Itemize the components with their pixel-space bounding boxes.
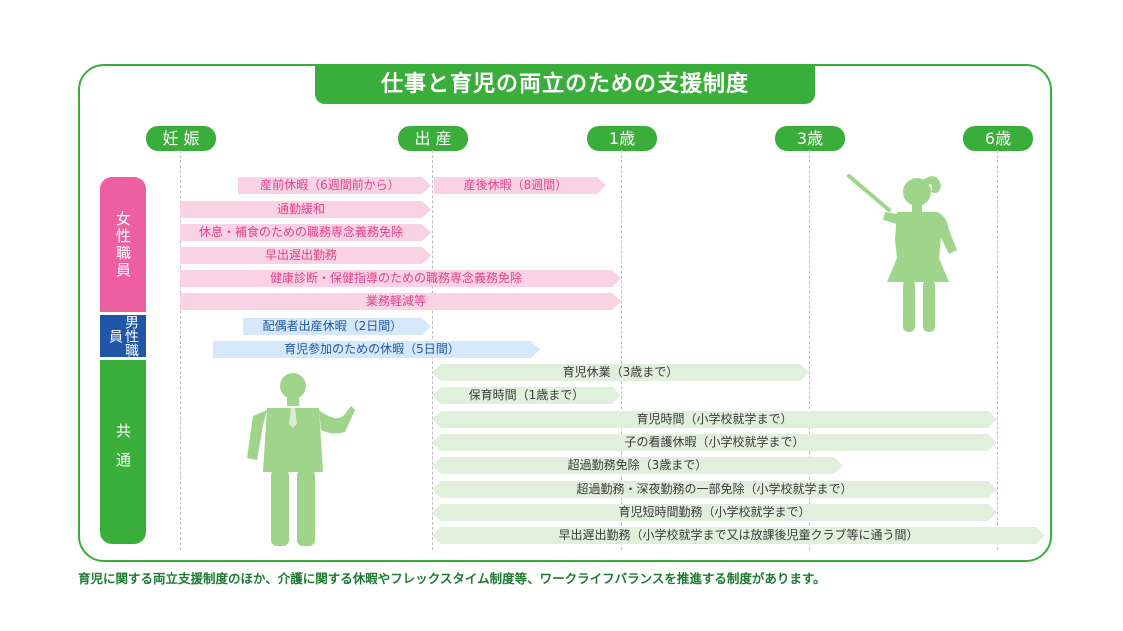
category-female-staff: 女性職員	[100, 177, 146, 312]
guide-line-age-6	[997, 150, 998, 550]
stage-age-6: 6歳	[963, 126, 1033, 151]
bar-childcare-participation-leave: 育児参加のための休暇（5日間）	[213, 341, 540, 358]
guide-line-age-3	[809, 150, 810, 550]
stage-birth: 出 産	[398, 126, 468, 151]
stage-pregnancy: 妊 娠	[146, 126, 216, 151]
category-common: 共通	[100, 360, 146, 544]
category-male-staff: 男性職員	[100, 315, 146, 357]
bar-prenatal-leave: 産前休暇（6週間前から）	[238, 177, 431, 194]
bar-spouse-birth-leave: 配偶者出産休暇（2日間）	[243, 318, 431, 335]
bar-overtime-exemption: 超過勤務免除（3歳まで）	[432, 457, 843, 474]
stage-age-3: 3歳	[775, 126, 845, 151]
bar-workload-reduction: 業務軽減等	[180, 293, 621, 310]
footnote: 育児に関する両立支援制度のほか、介護に関する休暇やフレックスタイム制度等、ワーク…	[78, 571, 826, 586]
man-waving-icon	[247, 373, 355, 546]
category-female-label: 女性職員	[114, 210, 132, 279]
bar-sick-child-leave: 子の看護休暇（小学校就学まで）	[432, 434, 997, 451]
guide-line-pregnancy	[180, 150, 181, 550]
bar-short-hours-work: 育児短時間勤務（小学校就学まで）	[432, 504, 997, 521]
woman-teacher-icon	[847, 174, 957, 332]
bar-commute-relief: 通勤緩和	[180, 201, 431, 218]
bar-flex-shift-common: 早出遅出勤務（小学校就学まで又は放課後児童クラブ等に通う間）	[432, 527, 1045, 544]
bar-overtime-night-partial-exemption: 超過勤務・深夜勤務の一部免除（小学校就学まで）	[432, 481, 997, 498]
category-male-label: 男性職員	[107, 315, 139, 357]
category-common-label: 共通	[114, 423, 132, 481]
stage-age-1: 1歳	[587, 126, 657, 151]
bar-childcare-time: 育児時間（小学校就学まで）	[432, 411, 997, 428]
bar-health-check-exemption: 健康診断・保健指導のための職務専念義務免除	[180, 270, 621, 287]
guide-line-age-1	[621, 150, 622, 550]
diagram-frame	[78, 64, 1052, 562]
bar-nursing-time: 保育時間（1歳まで）	[432, 387, 621, 404]
bar-flex-shift-female: 早出遅出勤務	[180, 247, 431, 264]
bar-rest-meal-exemption: 休息・補食のための職務専念義務免除	[180, 224, 431, 241]
bar-postnatal-leave: 産後休暇（8週間）	[434, 177, 606, 194]
bar-childcare-leave: 育児休業（3歳まで）	[432, 364, 809, 381]
diagram-title: 仕事と育児の両立のための支援制度	[315, 66, 815, 104]
